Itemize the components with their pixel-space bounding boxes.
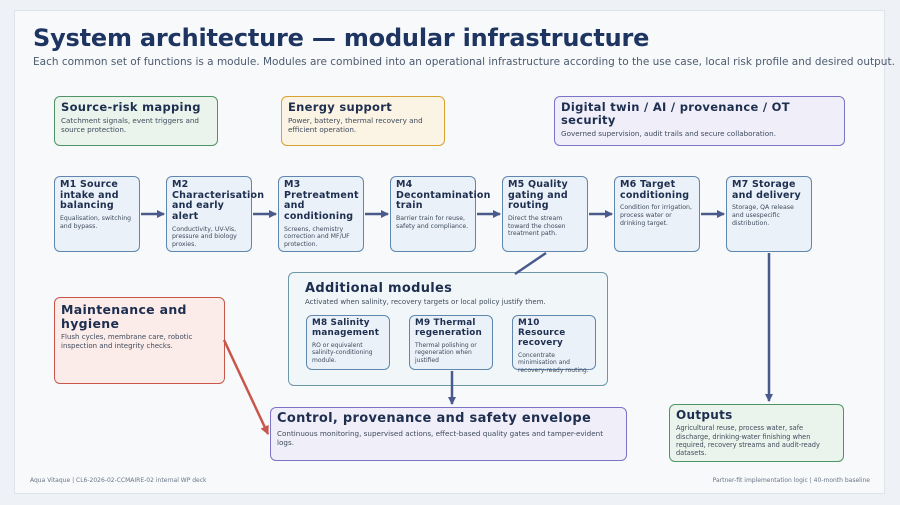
footer-left: Aqua Vitaque | CL6-2026-02-CCMAIRE-02 in… (30, 477, 207, 484)
module-title: M10 Resource recovery (518, 318, 566, 348)
module-title: M9 Thermal regeneration (415, 318, 482, 338)
module-title: M4 Decontamination train (396, 179, 491, 212)
module-m8: M8 Salinity management RO or equivalent … (306, 315, 390, 370)
module-body: Direct the stream toward the chosen trea… (508, 214, 566, 238)
module-m9: M9 Thermal regeneration Thermal polishin… (409, 315, 493, 370)
energy-support-box: Energy support Power, battery, thermal r… (281, 96, 445, 146)
module-title: M5 Quality gating and routing (508, 179, 568, 212)
module-m7: M7 Storage and delivery Storage, QA rele… (726, 176, 812, 252)
module-m4: M4 Decontamination train Barrier train f… (390, 176, 491, 252)
module-title: M2 Characterisation and early alert (172, 179, 265, 222)
page-title: System architecture — modular infrastruc… (33, 24, 650, 52)
box-body: Continuous monitoring, supervised action… (277, 428, 604, 447)
box-body: Agricultural reuse, process water, safe … (676, 424, 820, 458)
module-m2: M2 Characterisation and early alert Cond… (166, 176, 265, 252)
module-title: M7 Storage and delivery (732, 179, 801, 201)
box-body: Flush cycles, membrane care, robotic ins… (61, 333, 193, 350)
module-m3: M3 Pretreatment and conditioning Screens… (278, 176, 364, 252)
box-body: Governed supervision, audit trails and s… (561, 128, 776, 138)
module-body: Condition for irrigation, process water … (620, 204, 692, 227)
module-title: M6 Target conditioning (620, 179, 690, 201)
module-title: M3 Pretreatment and conditioning (284, 179, 359, 222)
box-title: Energy support (288, 100, 393, 114)
module-body: Storage, QA release and usespecific dist… (732, 204, 794, 227)
module-m5: M5 Quality gating and routing Direct the… (502, 176, 588, 252)
module-m10: M10 Resource recovery Concentrate minimi… (512, 315, 596, 374)
outputs-box: Outputs Agricultural reuse, process wate… (669, 404, 844, 462)
control-envelope-box: Control, provenance and safety envelope … (270, 407, 627, 461)
connector-m5-additional (514, 251, 547, 276)
box-body: Power, battery, thermal recovery and eff… (288, 115, 423, 134)
source-risk-mapping-box: Source-risk mapping Catchment signals, e… (54, 96, 218, 146)
box-title: Digital twin / AI / provenance / OT secu… (561, 100, 790, 127)
footer-right: Partner-fit implementation logic | 40-mo… (712, 477, 870, 484)
arrow-maintenance-control (222, 339, 270, 435)
module-body: Equalisation, switching and bypass. (60, 214, 132, 230)
module-body: Barrier train for reuse, safety and comp… (396, 214, 469, 230)
module-body: Conductivity, UV-Vis, pressure and biolo… (172, 225, 237, 249)
box-title: Maintenance and hygiene (61, 302, 187, 331)
module-m6: M6 Target conditioning Condition for irr… (614, 176, 700, 252)
box-title: Control, provenance and safety envelope (277, 411, 592, 426)
page-subtitle: Each common set of functions is a module… (33, 56, 895, 68)
module-body: Concentrate minimisation and recovery-re… (518, 351, 589, 374)
module-title: M8 Salinity management (312, 318, 380, 338)
digital-twin-box: Digital twin / AI / provenance / OT secu… (554, 96, 845, 146)
additional-modules-title: Additional modules (305, 281, 453, 296)
maintenance-box: Maintenance and hygiene Flush cycles, me… (54, 297, 225, 384)
box-title: Source-risk mapping (61, 100, 201, 114)
additional-modules-body: Activated when salinity, recovery target… (305, 298, 546, 306)
box-body: Catchment signals, event triggers and so… (61, 115, 199, 134)
box-title: Outputs (676, 408, 733, 422)
module-title: M1 Source intake and balancing (60, 179, 119, 212)
module-m1: M1 Source intake and balancing Equalisat… (54, 176, 140, 252)
module-body: Thermal polishing or regeneration when j… (415, 341, 477, 364)
module-body: RO or equivalent salinity-conditioning m… (312, 341, 373, 364)
module-body: Screens, chemistry correction and MF/UF … (284, 225, 350, 249)
